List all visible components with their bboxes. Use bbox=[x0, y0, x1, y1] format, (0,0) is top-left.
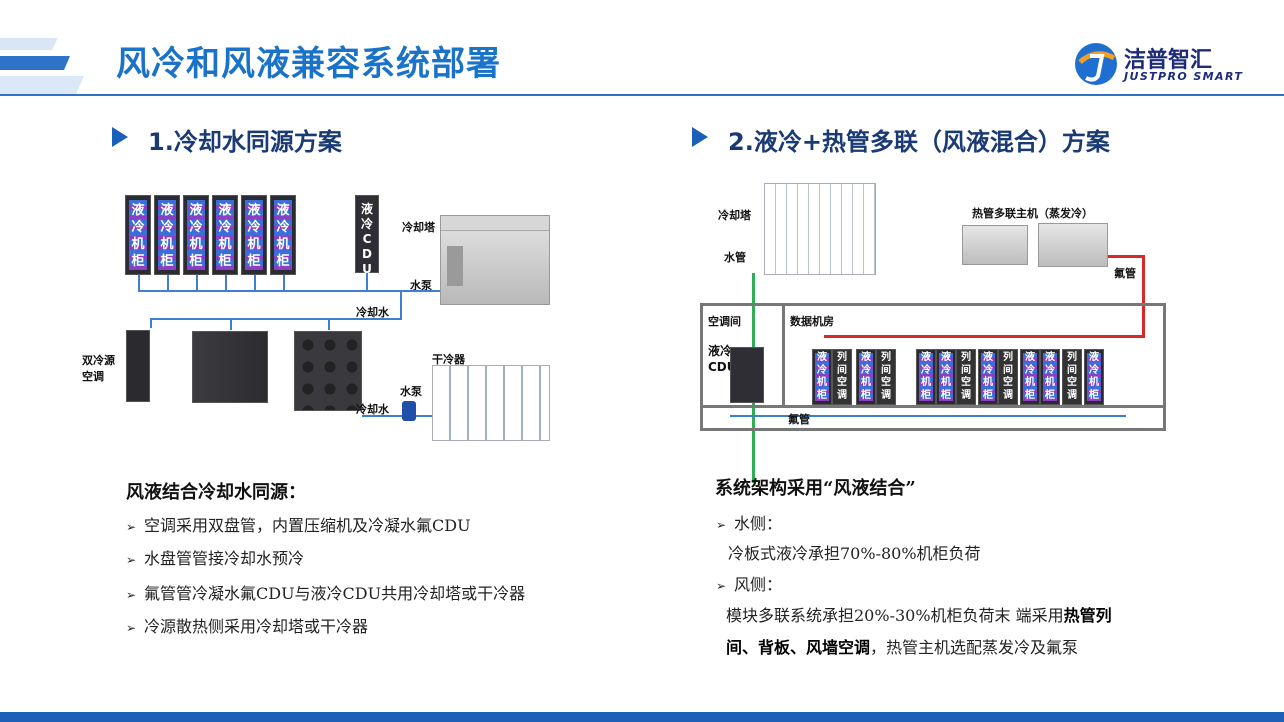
left-diagram: 液冷机柜 液冷机柜 液冷机柜 液冷机柜 液冷机柜 液冷机柜 液冷CDU 冷却塔 … bbox=[82, 185, 560, 445]
pipe bbox=[366, 273, 368, 291]
bullet-arrow-icon: ➢ bbox=[126, 588, 137, 602]
pipe bbox=[225, 275, 227, 291]
pipe bbox=[1108, 255, 1144, 258]
pipe bbox=[254, 275, 256, 291]
in-row-ac: 列间空调 bbox=[876, 349, 896, 405]
pump-label-2: 水泵 bbox=[400, 385, 422, 398]
air-side-title: ➢风侧： bbox=[716, 575, 783, 594]
ac-cabinet-image bbox=[192, 331, 268, 403]
pipe bbox=[150, 318, 152, 328]
dual-source-ac-image bbox=[126, 330, 150, 402]
pipe bbox=[824, 335, 1145, 338]
pipe bbox=[283, 275, 285, 291]
in-row-ac: 列间空调 bbox=[956, 349, 976, 405]
dry-cooler-image bbox=[432, 365, 550, 441]
air-side-text-line1: 模块多联系统承担20%-30%机柜负荷末 端采用热管列 bbox=[726, 606, 1112, 625]
pipe bbox=[167, 275, 169, 291]
data-room-label: 数据机房 bbox=[790, 315, 834, 328]
cooling-tower-image bbox=[440, 215, 550, 305]
header-decoration bbox=[0, 38, 84, 94]
left-bullet: ➢冷源散热侧采用冷却塔或干冷器 bbox=[126, 617, 369, 636]
section-arrow-icon bbox=[112, 127, 128, 147]
heat-pipe-host-label: 热管多联主机（蒸发冷） bbox=[972, 207, 1093, 220]
freon-pipe-label: 氟管 bbox=[1114, 267, 1136, 280]
ac-room-label: 空调间 bbox=[708, 315, 741, 328]
cdu-unit-right bbox=[730, 347, 764, 403]
liquid-cabinet: 液冷机柜 bbox=[1020, 349, 1040, 405]
header-divider bbox=[0, 94, 1284, 96]
cooling-tower-label-right: 冷却塔 bbox=[718, 209, 751, 222]
page-title: 风冷和风液兼容系统部署 bbox=[116, 44, 501, 84]
liquid-cabinet: 液冷机柜 bbox=[812, 349, 832, 405]
bullet-arrow-icon: ➢ bbox=[126, 621, 137, 635]
pipe bbox=[400, 290, 402, 320]
cdu-label-right: 液冷CDU bbox=[708, 344, 737, 374]
pipe bbox=[328, 318, 330, 330]
water-side-title: ➢水侧： bbox=[716, 514, 783, 533]
dry-cooler-label: 干冷器 bbox=[432, 353, 465, 366]
left-bullet: ➢水盘管管接冷却水预冷 bbox=[126, 549, 305, 568]
left-section-title: 1.冷却水同源方案 bbox=[148, 128, 342, 156]
liquid-cabinet: 液冷机柜 bbox=[125, 195, 151, 275]
cdu-label: 液冷CDU bbox=[360, 202, 373, 276]
logo-text: 洁普智汇 bbox=[1124, 48, 1213, 73]
liquid-cabinet: 液冷机柜 bbox=[241, 195, 267, 275]
left-heading: 风液结合冷却水同源： bbox=[126, 482, 306, 503]
water-pipe-label: 水管 bbox=[724, 251, 746, 264]
liquid-cabinet: 液冷机柜 bbox=[270, 195, 296, 275]
liquid-cabinet: 液冷机柜 bbox=[183, 195, 209, 275]
pipe bbox=[138, 275, 140, 291]
cooling-tower-label: 冷却塔 bbox=[402, 221, 435, 234]
air-side-text-line2: 间、背板、风墙空调，热管主机选配蒸发冷及氟泵 bbox=[726, 638, 1079, 657]
room-divider bbox=[782, 303, 785, 407]
dual-source-label: 双冷源空调 bbox=[82, 354, 115, 383]
liquid-cabinet: 液冷机柜 bbox=[154, 195, 180, 275]
heat-pipe-host-image bbox=[962, 225, 1028, 265]
logo-icon bbox=[1075, 43, 1117, 85]
liquid-cabinet: 液冷机柜 bbox=[212, 195, 238, 275]
pipe bbox=[230, 318, 232, 330]
left-bullet: ➢氟管管冷凝水氟CDU与液冷CDU共用冷却塔或干冷器 bbox=[126, 584, 526, 603]
pump-label: 水泵 bbox=[410, 279, 432, 292]
pipe bbox=[1142, 255, 1145, 335]
right-section-title: 2.液冷+热管多联（风液混合）方案 bbox=[728, 128, 1110, 156]
pipe bbox=[400, 290, 440, 292]
building-outline bbox=[700, 303, 1166, 431]
liquid-cabinet: 液冷机柜 bbox=[1040, 349, 1060, 405]
cooling-water-label-2: 冷却水 bbox=[356, 403, 389, 416]
rack-row: 液冷机柜 列间空调 液冷机柜 列间空调 液冷机柜 液冷机柜 列间空调 液冷机柜 … bbox=[812, 349, 1132, 405]
pipe bbox=[138, 290, 400, 292]
in-row-ac: 列间空调 bbox=[1062, 349, 1082, 405]
liquid-cabinet: 液冷机柜 bbox=[856, 349, 876, 405]
bullet-arrow-icon: ➢ bbox=[716, 518, 727, 532]
pipe bbox=[196, 275, 198, 291]
logo-subtitle: JUSTPRO SMART bbox=[1124, 70, 1244, 83]
in-row-ac: 列间空调 bbox=[832, 349, 852, 405]
floor-line bbox=[700, 405, 1166, 408]
right-heading: 系统架构采用“风液结合” bbox=[715, 478, 916, 499]
section-arrow-icon bbox=[692, 127, 708, 147]
liquid-cabinet: 液冷机柜 bbox=[1084, 349, 1104, 405]
pump-icon bbox=[402, 401, 416, 421]
pipe bbox=[362, 415, 432, 417]
cooling-water-label: 冷却水 bbox=[356, 306, 389, 319]
left-bullet: ➢空调采用双盘管，内置压缩机及冷凝水氟CDU bbox=[126, 516, 471, 535]
heat-pipe-host-image bbox=[1038, 223, 1108, 267]
liquid-cabinet: 液冷机柜 bbox=[916, 349, 936, 405]
footer-bar bbox=[0, 712, 1284, 722]
bullet-arrow-icon: ➢ bbox=[126, 553, 137, 567]
chiller-image bbox=[294, 331, 362, 411]
in-row-ac: 列间空调 bbox=[998, 349, 1018, 405]
freon-pipe-label-bottom: 氟管 bbox=[788, 413, 810, 426]
water-side-text: 冷板式液冷承担70%-80%机柜负荷 bbox=[728, 544, 981, 563]
bullet-arrow-icon: ➢ bbox=[716, 579, 727, 593]
right-diagram: 冷却塔 热管多联主机（蒸发冷） 水管 氟管 空调间 数据机房 液冷CDU 氟管 … bbox=[700, 175, 1170, 483]
pipe bbox=[150, 318, 402, 320]
bullet-arrow-icon: ➢ bbox=[126, 520, 137, 534]
cooling-tower-image-right bbox=[764, 183, 876, 275]
cdu-unit: 液冷CDU bbox=[355, 195, 379, 276]
pipe bbox=[730, 415, 1126, 417]
liquid-cabinet: 液冷机柜 bbox=[936, 349, 956, 405]
liquid-cabinet: 液冷机柜 bbox=[978, 349, 998, 405]
